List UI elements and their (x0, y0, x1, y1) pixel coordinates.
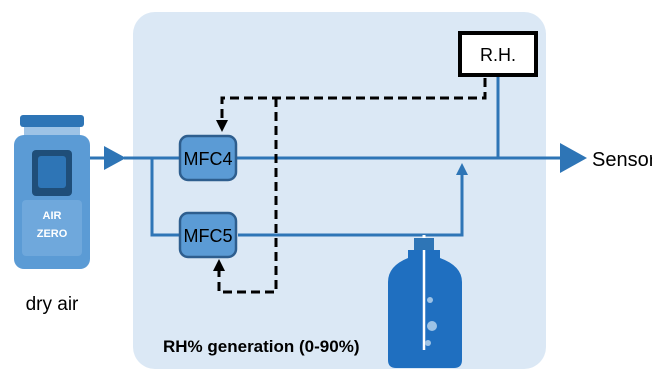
sensor-arrow-icon (560, 143, 587, 173)
mfc5-label: MFC5 (184, 226, 233, 246)
region-caption: RH% generation (0-90%) (163, 337, 359, 356)
sensor-label: Sensor (592, 149, 652, 171)
split-branch-line (150, 158, 182, 237)
control-line-mfc4 (220, 78, 487, 124)
control-arrow-mfc4-icon (216, 120, 228, 132)
rh-sensor-label: R.H. (480, 45, 516, 65)
rh-sensor-box (458, 31, 538, 77)
humid-merge-arrow-icon (456, 163, 468, 175)
mfc4-box (178, 134, 238, 182)
control-arrow-mfc5-icon (213, 259, 225, 271)
mfc5-box (178, 211, 238, 259)
dry-air-cylinder-icon: AIR ZERO (14, 115, 90, 269)
dry-air-caption: dry air (26, 294, 79, 315)
device-label-air: AIR (43, 210, 62, 222)
device-label-zero: ZERO (37, 228, 68, 240)
mfc4-label: MFC4 (184, 149, 233, 169)
water-bubbler-icon (388, 238, 462, 368)
humid-flow-line (238, 172, 464, 237)
inlet-arrow-icon (104, 146, 126, 170)
